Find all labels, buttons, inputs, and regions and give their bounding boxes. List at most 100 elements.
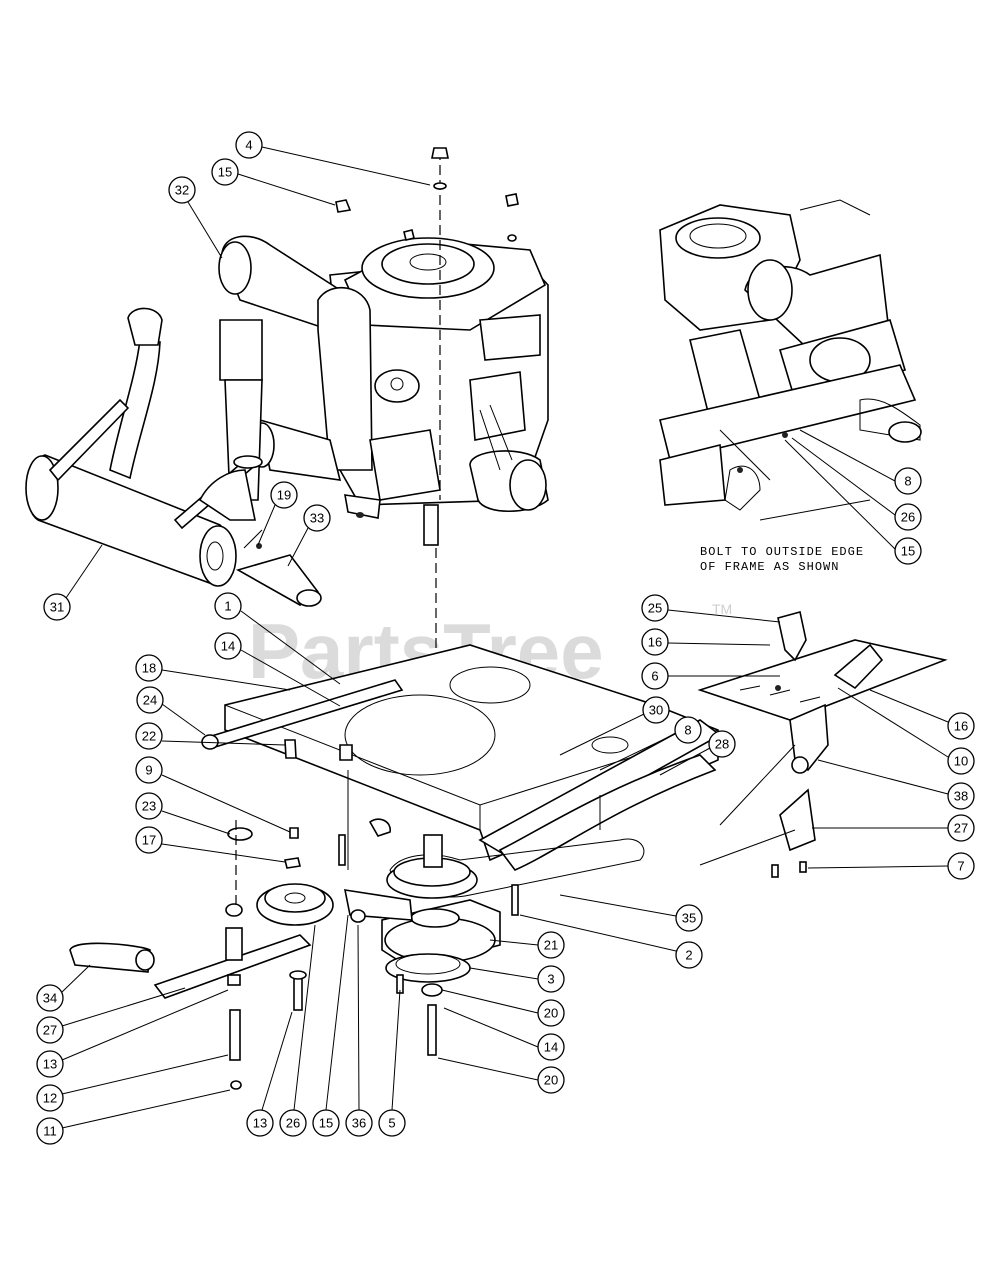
muffler-assembly — [25, 307, 322, 607]
svg-text:17: 17 — [142, 833, 156, 848]
callout-16[interactable]: 16 — [869, 689, 975, 740]
svg-text:2: 2 — [685, 948, 692, 963]
svg-text:3: 3 — [547, 972, 554, 987]
callout-23[interactable]: 23 — [135, 792, 231, 835]
callout-8[interactable]: 8 — [599, 716, 702, 771]
callout-13[interactable]: 13 — [36, 989, 229, 1078]
callout-10[interactable]: 10 — [837, 687, 975, 775]
callout-24[interactable]: 24 — [136, 686, 206, 736]
svg-text:26: 26 — [901, 510, 915, 525]
svg-text:31: 31 — [50, 600, 64, 615]
callout-11[interactable]: 11 — [36, 1089, 231, 1145]
svg-text:20: 20 — [544, 1073, 558, 1088]
svg-text:1: 1 — [224, 599, 231, 614]
svg-text:13: 13 — [253, 1116, 267, 1131]
callout-15c[interactable]: 15 — [784, 439, 922, 565]
callout-8b[interactable]: 8 — [799, 429, 922, 495]
svg-text:19: 19 — [277, 488, 291, 503]
callout-2[interactable]: 2 — [519, 914, 703, 969]
svg-text:7: 7 — [957, 859, 964, 874]
callout-27[interactable]: 27 — [36, 987, 186, 1044]
svg-text:15: 15 — [901, 544, 915, 559]
callout-31[interactable]: 31 — [43, 544, 103, 621]
svg-text:33: 33 — [310, 511, 324, 526]
callout-14[interactable]: 14 — [214, 632, 341, 707]
svg-text:35: 35 — [682, 911, 696, 926]
callout-12[interactable]: 12 — [36, 1054, 229, 1112]
svg-text:16: 16 — [954, 719, 968, 734]
callout-3[interactable]: 3 — [469, 965, 565, 993]
callout-32[interactable]: 32 — [168, 176, 223, 259]
svg-text:15: 15 — [319, 1116, 333, 1131]
callout-21[interactable]: 21 — [489, 931, 565, 959]
svg-text:23: 23 — [142, 799, 156, 814]
callout-14b[interactable]: 14 — [443, 1007, 565, 1061]
svg-text:10: 10 — [954, 754, 968, 769]
svg-text:14: 14 — [544, 1040, 558, 1055]
callout-26[interactable]: 26 — [279, 924, 316, 1137]
callout-25[interactable]: 25 — [641, 594, 781, 623]
callouts: 4 15 32 19 33 31 1 14 18 24 22 9 23 17 3… — [36, 131, 975, 1145]
control-linkage — [697, 611, 948, 878]
engine-mount-hardware — [335, 147, 519, 242]
frame-assembly — [201, 644, 722, 871]
svg-text:13: 13 — [43, 1057, 57, 1072]
callout-18[interactable]: 18 — [135, 654, 291, 691]
callout-27b[interactable]: 27 — [812, 814, 975, 842]
svg-text:18: 18 — [142, 661, 156, 676]
svg-text:25: 25 — [648, 601, 662, 616]
callout-33[interactable]: 33 — [287, 504, 331, 567]
svg-text:22: 22 — [142, 729, 156, 744]
callout-1[interactable]: 1 — [214, 592, 341, 685]
svg-text:30: 30 — [649, 703, 663, 718]
callout-9[interactable]: 9 — [135, 756, 291, 833]
svg-text:11: 11 — [43, 1124, 57, 1139]
callout-28[interactable]: 28 — [659, 730, 736, 776]
callout-30[interactable]: 30 — [559, 696, 670, 756]
svg-text:21: 21 — [544, 938, 558, 953]
callout-20b[interactable]: 20 — [437, 1057, 565, 1094]
svg-text:26: 26 — [286, 1116, 300, 1131]
watermark-trademark: TM — [712, 601, 732, 617]
svg-text:38: 38 — [954, 789, 968, 804]
svg-text:8: 8 — [904, 474, 911, 489]
svg-text:27: 27 — [43, 1023, 57, 1038]
callout-36[interactable]: 36 — [345, 924, 373, 1137]
callout-7[interactable]: 7 — [807, 852, 975, 880]
svg-text:5: 5 — [388, 1116, 395, 1131]
callout-35[interactable]: 35 — [559, 894, 703, 932]
callout-19[interactable]: 19 — [257, 481, 298, 546]
svg-text:8: 8 — [684, 723, 691, 738]
callout-22[interactable]: 22 — [135, 722, 286, 750]
svg-text:27: 27 — [954, 821, 968, 836]
engine-assembly — [218, 235, 549, 546]
callout-20[interactable]: 20 — [441, 989, 565, 1027]
callout-5[interactable]: 5 — [378, 989, 406, 1137]
callout-13b[interactable]: 13 — [246, 1011, 293, 1137]
svg-text:36: 36 — [352, 1116, 366, 1131]
callout-15[interactable]: 15 — [211, 158, 336, 206]
mounting-note-line2: OF FRAME AS SHOWN — [700, 560, 840, 574]
svg-text:32: 32 — [175, 183, 189, 198]
callout-6[interactable]: 6 — [641, 662, 780, 690]
callout-17[interactable]: 17 — [135, 826, 286, 863]
svg-text:4: 4 — [245, 138, 252, 153]
callout-38[interactable]: 38 — [817, 759, 975, 810]
callout-34[interactable]: 34 — [36, 964, 91, 1012]
svg-text:28: 28 — [715, 737, 729, 752]
callout-26b[interactable]: 26 — [791, 437, 922, 531]
mounting-note-line1: BOLT TO OUTSIDE EDGE — [700, 545, 865, 559]
callout-16b[interactable]: 16 — [641, 628, 771, 656]
svg-text:9: 9 — [145, 763, 152, 778]
mounting-note: BOLT TO OUTSIDE EDGE OF FRAME AS SHOWN — [700, 545, 910, 575]
inset-view — [659, 199, 922, 521]
svg-text:15: 15 — [218, 165, 232, 180]
svg-text:16: 16 — [648, 635, 662, 650]
svg-text:6: 6 — [651, 669, 658, 684]
callout-4[interactable]: 4 — [235, 131, 431, 186]
clutch-assembly — [69, 827, 645, 1090]
svg-text:34: 34 — [43, 991, 57, 1006]
svg-text:12: 12 — [43, 1091, 57, 1106]
callout-15b[interactable]: 15 — [312, 914, 349, 1137]
